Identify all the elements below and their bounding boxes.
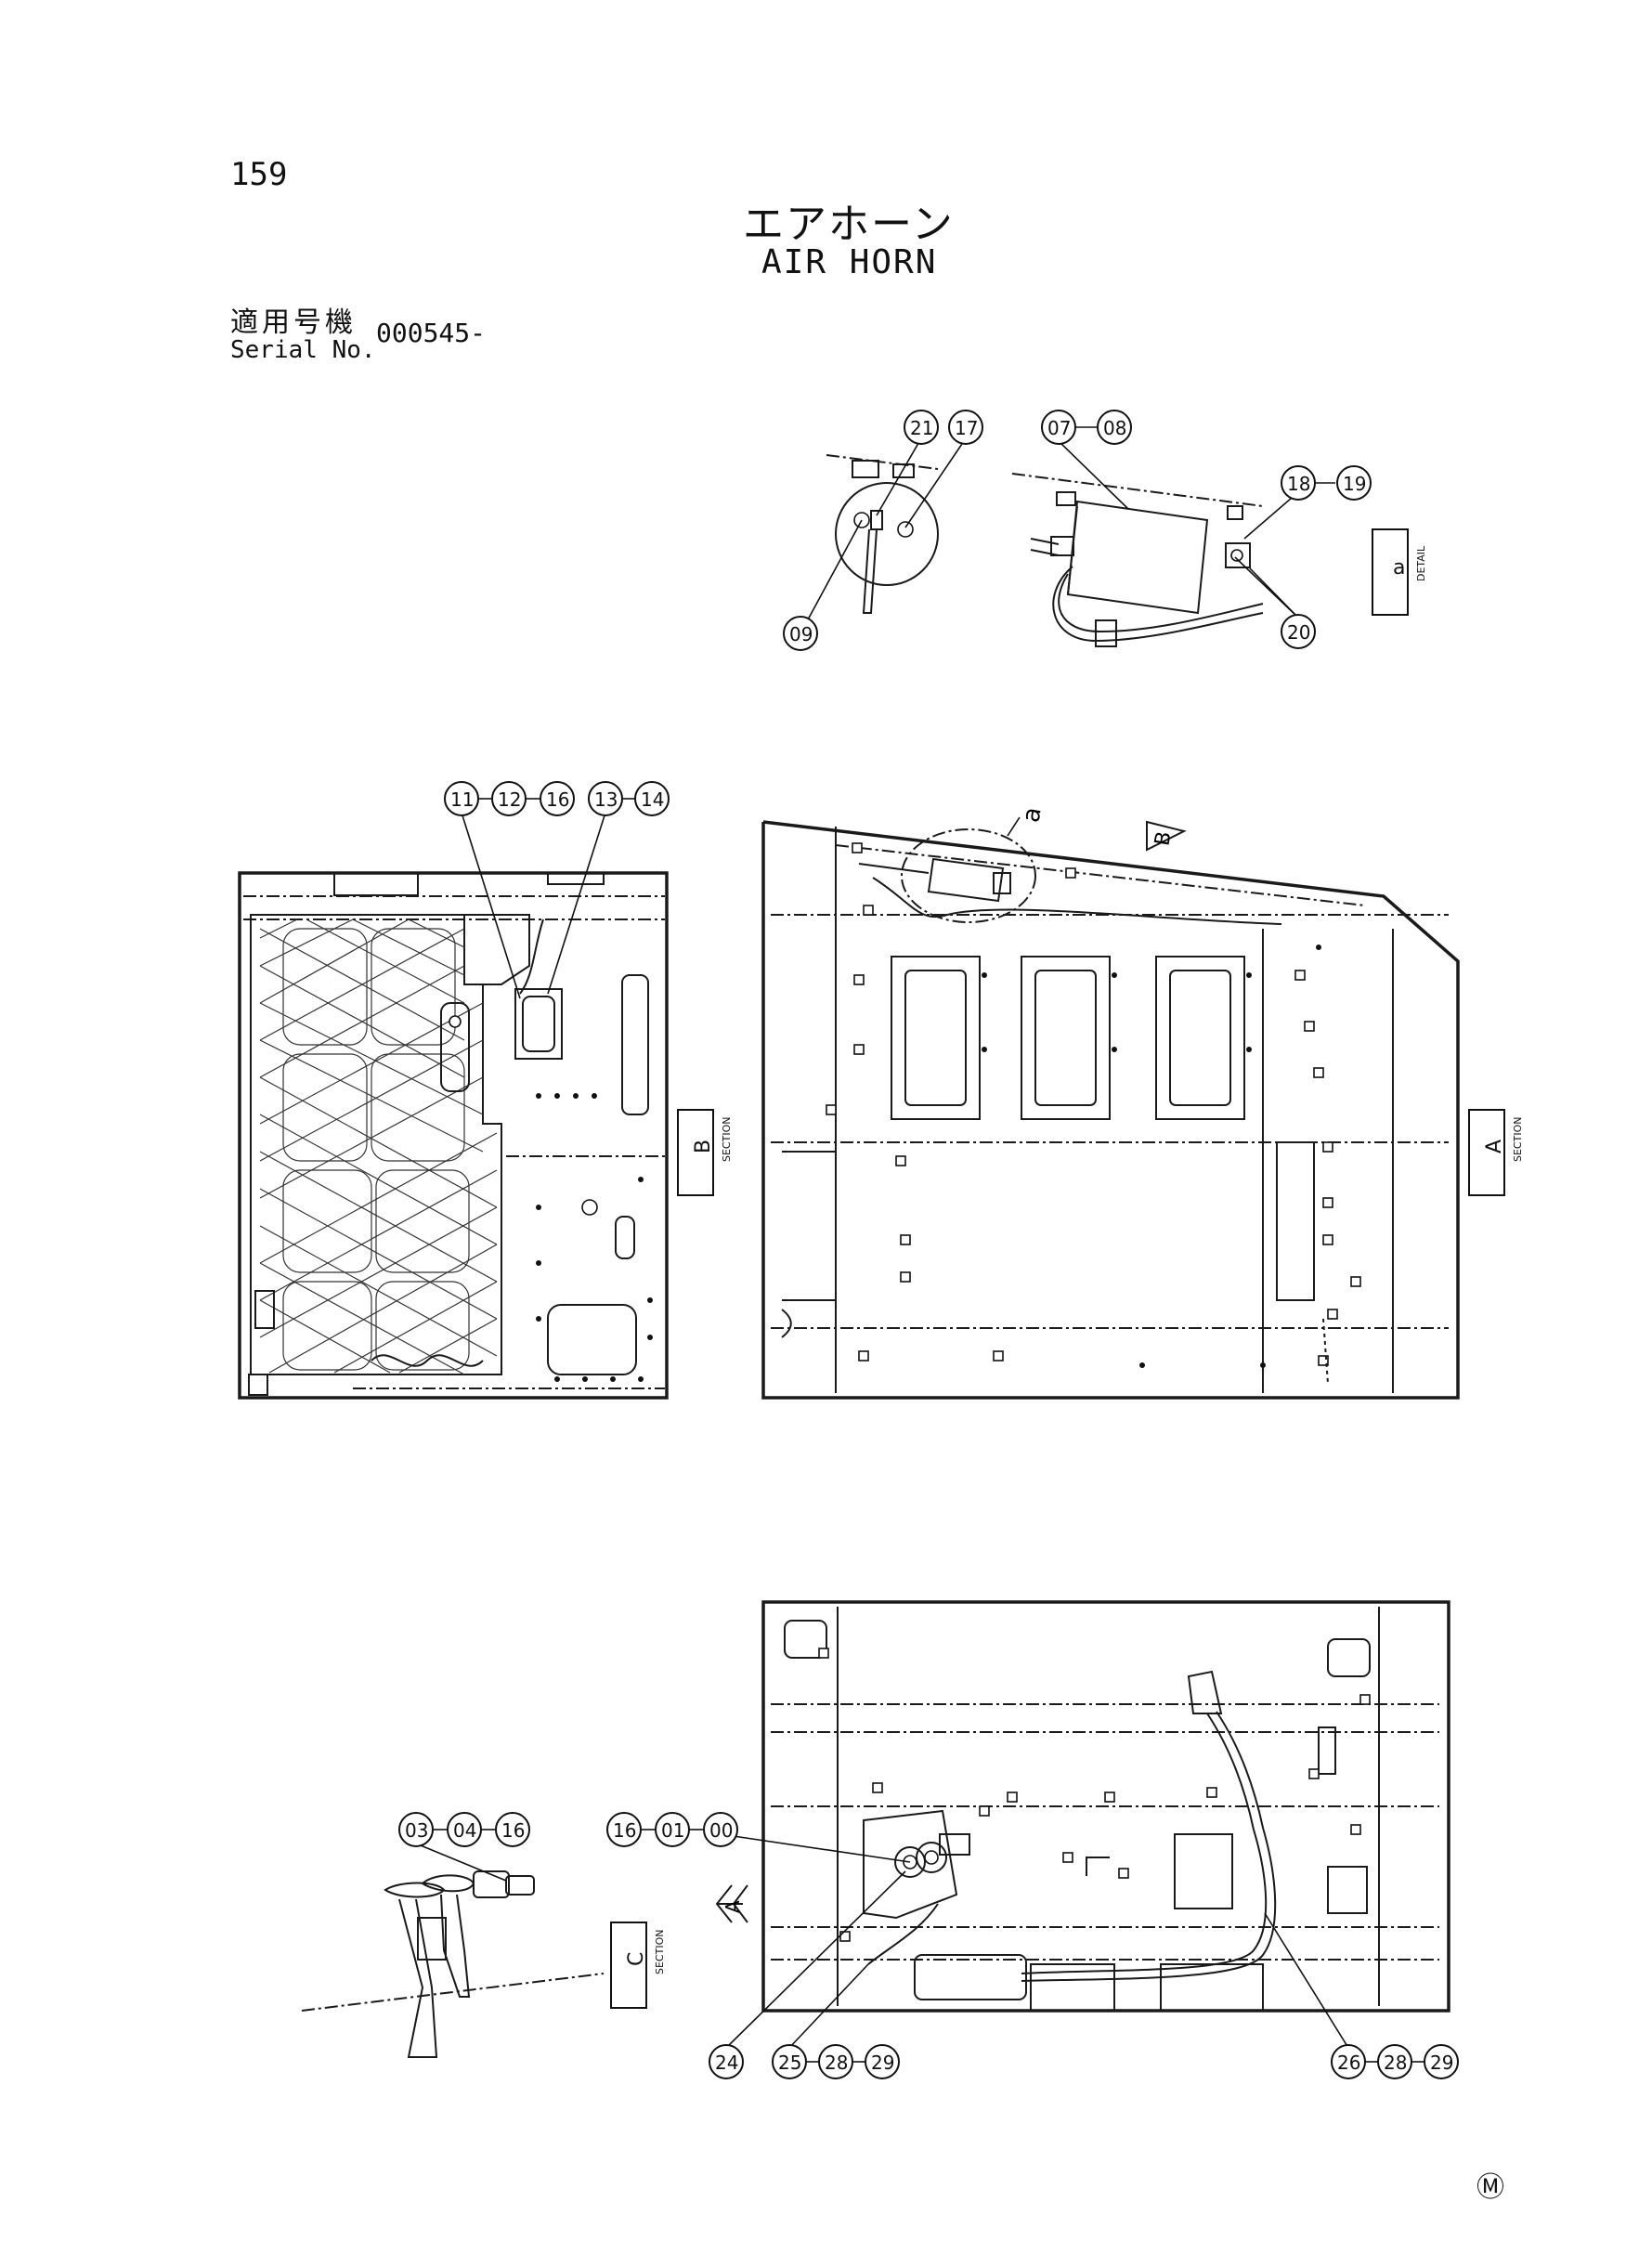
callout-25: 25 [772, 1963, 869, 2079]
callout-17: 17 [904, 410, 983, 528]
svg-text:24: 24 [715, 2052, 738, 2074]
serial-number-value: 000545- [376, 318, 487, 348]
callout-00: 00 [703, 1812, 911, 1863]
callout-21: 21 [876, 410, 939, 516]
svg-text:13: 13 [594, 788, 618, 811]
svg-text:28: 28 [825, 2052, 848, 2074]
section-b-view [238, 871, 669, 1400]
callout-08: 08 [1075, 410, 1132, 445]
callout-20: 20 [1234, 556, 1316, 649]
svg-text:16: 16 [501, 1819, 525, 1842]
svg-text:DETAIL: DETAIL [1415, 545, 1427, 581]
svg-text:09: 09 [789, 623, 813, 645]
callout-28-right: 28 [1365, 2044, 1412, 2079]
callout-16-valve: 16 [606, 1812, 656, 1847]
svg-text:04: 04 [453, 1819, 476, 1842]
svg-text:21: 21 [910, 417, 933, 439]
svg-text:29: 29 [871, 2052, 894, 2074]
callout-07: 07 [1041, 410, 1129, 510]
callout-13: 13 [547, 781, 623, 995]
section-a-tag: SECTION A [1468, 1109, 1524, 1196]
page-number: 159 [230, 156, 288, 193]
section-c-tag: SECTION C [610, 1922, 666, 2009]
callout-29-left: 29 [852, 2044, 900, 2079]
section-b-tag: SECTION B [677, 1109, 733, 1196]
callout-24: 24 [709, 1870, 906, 2079]
svg-text:C: C [625, 1952, 648, 1966]
serial-label-english: Serial No. [230, 336, 376, 364]
svg-text:11: 11 [450, 788, 474, 811]
callout-19: 19 [1315, 465, 1372, 501]
callout-01: 01 [655, 1812, 704, 1847]
svg-text:20: 20 [1287, 621, 1310, 644]
svg-text:26: 26 [1337, 2052, 1360, 2074]
detail-a-tag: DETAIL a [1372, 528, 1427, 616]
callout-09: 09 [783, 519, 863, 651]
callout-16: 16 [526, 781, 575, 816]
svg-text:01: 01 [661, 1819, 684, 1842]
detail-a-view [826, 454, 1264, 647]
detail-a-marker: a [1017, 805, 1047, 825]
section-a-view: B a [761, 805, 1460, 1400]
svg-text:17: 17 [955, 417, 978, 439]
section-c-view: A [715, 1600, 1450, 2013]
svg-text:SECTION: SECTION [1512, 1117, 1524, 1162]
svg-text:12: 12 [498, 788, 521, 811]
page-title-english: AIR HORN [761, 243, 938, 281]
svg-text:SECTION: SECTION [721, 1117, 733, 1162]
svg-text:08: 08 [1103, 417, 1126, 439]
svg-text:25: 25 [778, 2052, 801, 2074]
air-horn-illustration [301, 1870, 605, 2058]
page-title-japanese: エアホーン [743, 201, 955, 248]
callout-28-left: 28 [806, 2044, 853, 2079]
svg-text:18: 18 [1287, 473, 1310, 495]
arrow-b-label: B [1151, 829, 1176, 847]
svg-text:A: A [1483, 1140, 1506, 1153]
svg-text:28: 28 [1384, 2052, 1407, 2074]
svg-text:a: a [1393, 556, 1405, 580]
callout-18: 18 [1243, 465, 1316, 540]
svg-text:16: 16 [613, 1819, 636, 1842]
svg-text:14: 14 [641, 788, 664, 811]
callout-14: 14 [622, 781, 670, 816]
svg-text:19: 19 [1343, 473, 1366, 495]
callout-12: 12 [478, 781, 527, 816]
callout-29-right: 29 [1411, 2044, 1459, 2079]
footer-mark: Ⓜ [1476, 2171, 1504, 2204]
svg-text:03: 03 [405, 1819, 428, 1842]
svg-text:SECTION: SECTION [654, 1930, 666, 1974]
arrow-a-label: A [722, 1900, 744, 1913]
callout-04: 04 [433, 1812, 482, 1847]
serial-label-japanese: 適用号機 [230, 306, 357, 339]
callout-03: 03 [398, 1812, 507, 1882]
svg-text:00: 00 [709, 1819, 733, 1842]
svg-text:16: 16 [546, 788, 569, 811]
svg-text:07: 07 [1047, 417, 1071, 439]
svg-text:29: 29 [1430, 2052, 1453, 2074]
callout-16-horn: 16 [481, 1812, 530, 1847]
callout-11: 11 [444, 781, 521, 999]
callout-26: 26 [1264, 1912, 1366, 2079]
svg-text:B: B [692, 1140, 715, 1153]
